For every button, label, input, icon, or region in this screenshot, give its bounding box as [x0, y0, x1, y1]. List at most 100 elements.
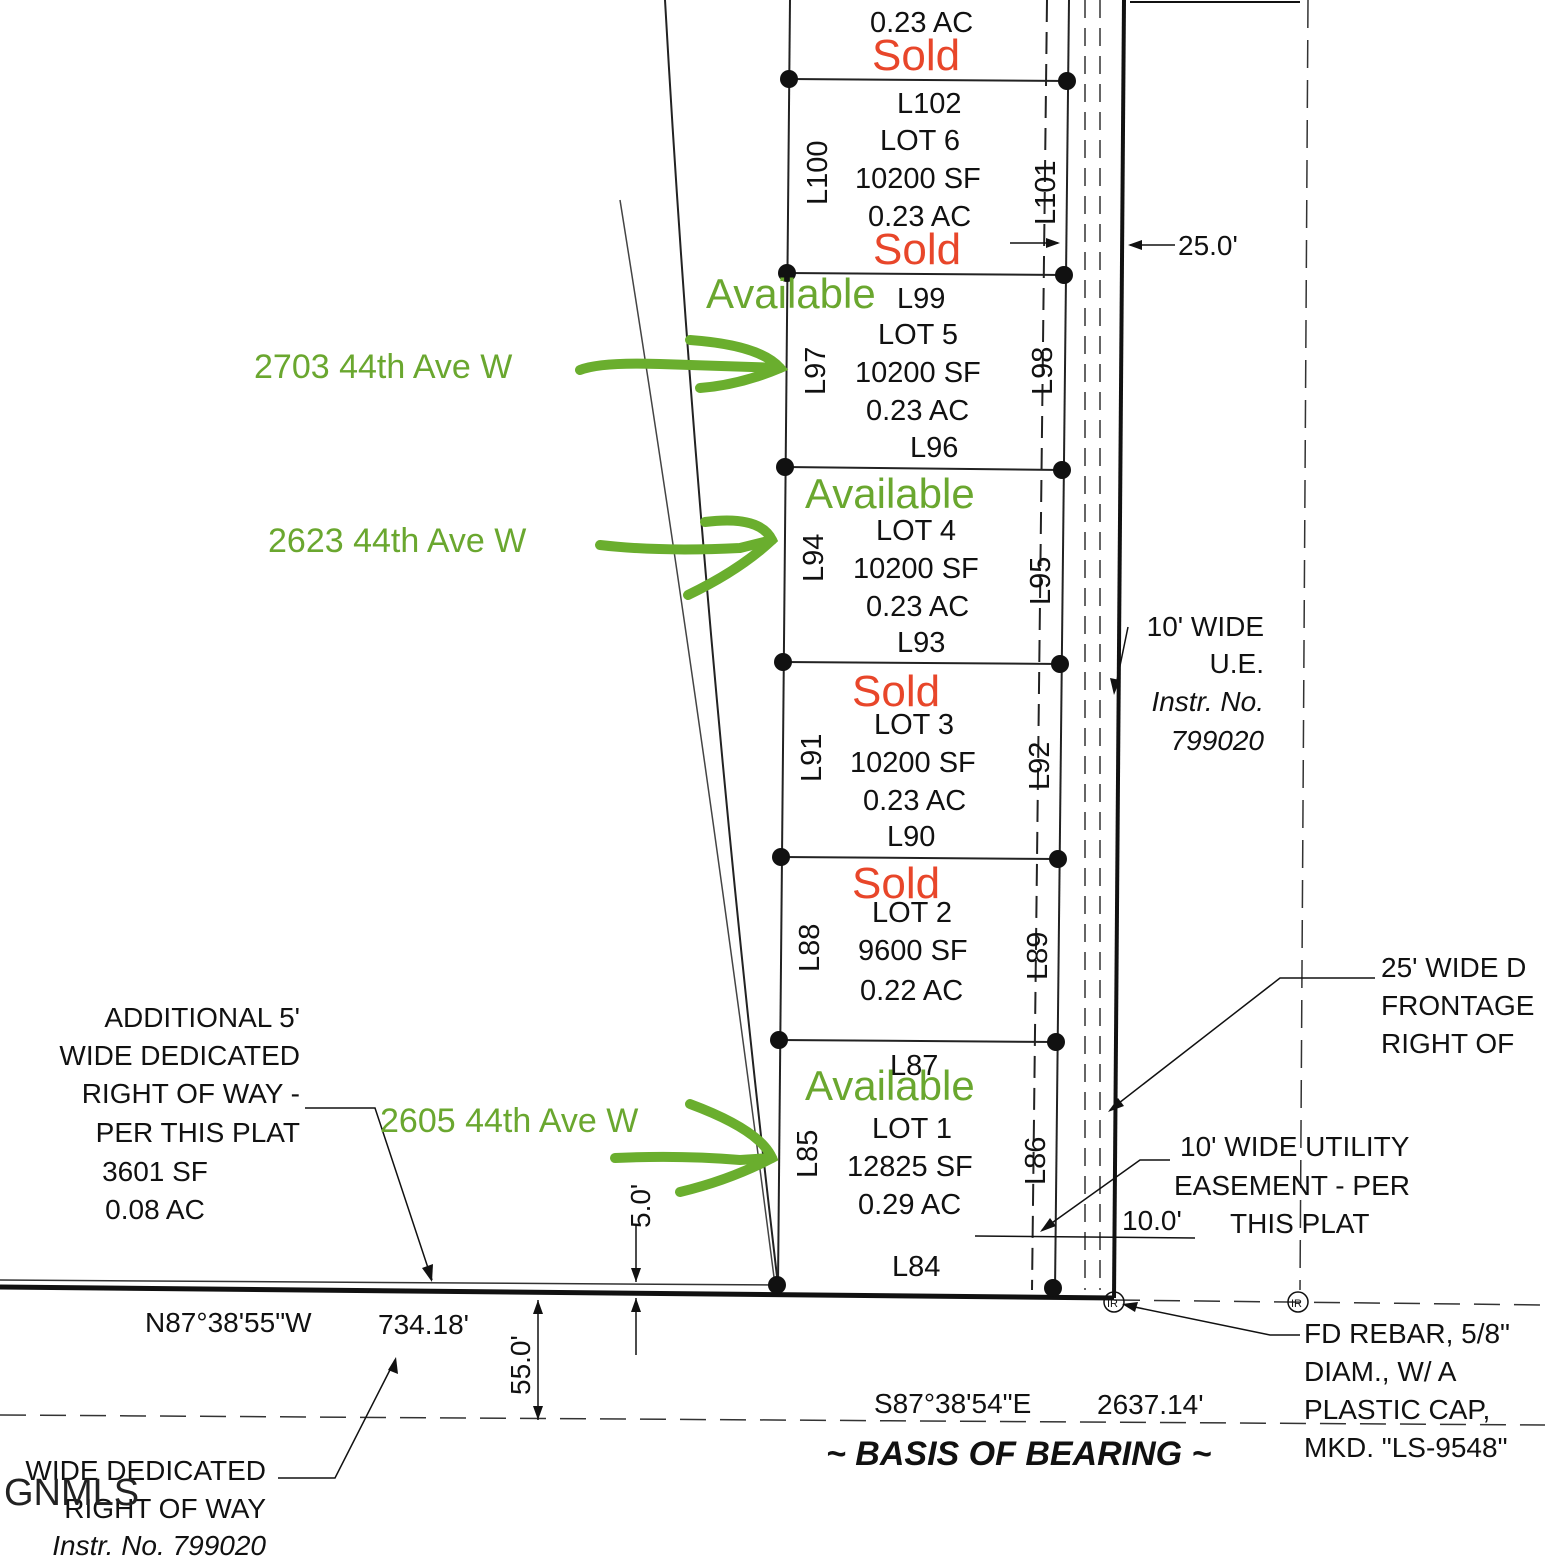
row-dashed-line: [1299, 0, 1309, 1291]
monument: [774, 653, 792, 671]
note-utility-easement: 10' WIDE UTILITY EASEMENT - PER THIS PLA…: [1174, 1131, 1410, 1239]
arrowhead: [388, 1357, 398, 1374]
line-label: L93: [897, 627, 945, 659]
monument: [778, 264, 796, 282]
lot-area-sf: 10200 SF: [853, 553, 979, 585]
note-line: THIS PLAT: [1230, 1208, 1370, 1239]
bearing-south: S87°38'54"E: [874, 1388, 1031, 1419]
easement-line-dashed: [1031, 0, 1048, 1291]
green-arrow-icon: [595, 535, 777, 555]
note-line: PER THIS PLAT: [96, 1117, 300, 1148]
monuments: [768, 70, 1076, 1297]
lot-status-sold: Sold: [873, 225, 961, 274]
monument: [780, 70, 798, 88]
lot-status-sold: Sold: [852, 667, 940, 716]
note-line: RIGHT OF WAY: [64, 1493, 266, 1524]
line-label: L91: [796, 734, 828, 782]
note-line: 3601 SF: [102, 1156, 208, 1187]
iron-rod-symbol: [1103, 1291, 1125, 1313]
note-dedicated-row: WIDE DEDICATED RIGHT OF WAY Instr. No. 7…: [25, 1455, 266, 1560]
note-additional-row: ADDITIONAL 5' WIDE DEDICATED RIGHT OF WA…: [59, 1002, 300, 1225]
arrowhead: [1040, 1218, 1056, 1232]
basis-of-bearing: ~ BASIS OF BEARING ~: [826, 1435, 1212, 1473]
monument: [1053, 461, 1071, 479]
line-label: L95: [1025, 557, 1057, 605]
leader-additional-row: [305, 1107, 433, 1281]
note-line: 10' WIDE: [1147, 611, 1264, 642]
green-arrowhead-icon: [685, 335, 789, 393]
line-label: L96: [910, 432, 958, 464]
lot-4: L96 Available LOT 4 10200 SF 0.23 AC L94…: [798, 432, 1057, 623]
additional-row-line: [0, 1279, 779, 1286]
note-ue: 10' WIDE U.E. Instr. No. 799020: [1147, 611, 1265, 756]
note-line: 10' WIDE UTILITY: [1180, 1131, 1410, 1162]
line-label: L90: [887, 821, 935, 853]
lot-status-sold: Sold: [852, 859, 940, 908]
lot-boundary-east: [1054, 0, 1070, 1291]
note-line: ADDITIONAL 5': [104, 1002, 300, 1033]
bearing-north: N87°38'55"W: [145, 1307, 312, 1338]
lot-6: L102 LOT 6 10200 SF 0.23 AC Sold L100 L1…: [802, 88, 1062, 274]
line-label: L100: [802, 140, 834, 205]
arrowhead: [533, 1300, 543, 1314]
lot-line-l93: [782, 661, 1062, 665]
address-label: 2623 44th Ave W: [268, 522, 526, 560]
line-label: L89: [1022, 932, 1054, 980]
line-label: L84: [892, 1251, 940, 1283]
line-label: L88: [794, 924, 826, 972]
note-line: WIDE DEDICATED: [25, 1455, 266, 1486]
green-arrowhead-icon: [683, 515, 779, 600]
lot-3: L93 Sold LOT 3 10200 SF 0.23 AC L91 L92: [796, 627, 1056, 817]
note-line: FD REBAR, 5/8": [1304, 1318, 1510, 1349]
arrowhead: [1122, 1302, 1138, 1312]
arrowhead: [631, 1268, 641, 1282]
lot-area-ac: 0.23 AC: [866, 395, 969, 427]
lot-number: LOT 4: [876, 515, 956, 547]
lot-area-sf: 10200 SF: [855, 163, 981, 195]
lot-boundary-west: [777, 0, 791, 1286]
bearing-south-distance: 2637.14': [1097, 1389, 1204, 1420]
line-label: L86: [1020, 1137, 1052, 1185]
note-line: U.E.: [1210, 648, 1264, 679]
ir-label: IR: [1107, 1298, 1118, 1310]
lot-line-l87: [778, 1039, 1058, 1043]
top-lot-status: Sold: [872, 31, 960, 80]
south-boundary-line: [0, 1284, 1115, 1301]
ir-label: IR: [1291, 1298, 1302, 1310]
lot-area-ac: 0.23 AC: [863, 785, 966, 817]
dim-5: 5.0': [625, 1184, 656, 1228]
iron-rod-symbol: [1287, 1291, 1309, 1313]
lot-2: L90 Sold LOT 2 9600 SF 0.22 AC L88 L89: [794, 821, 1054, 1007]
lot-status-available: Available: [805, 470, 975, 517]
lot-number: LOT 1: [872, 1113, 952, 1145]
top-lot-area-ac: 0.23 AC: [870, 7, 973, 39]
lot-area-sf: 10200 SF: [855, 357, 981, 389]
arrowhead: [1108, 1098, 1124, 1112]
south-dashed-east: [1113, 1299, 1545, 1306]
note-line: 25' WIDE D: [1381, 952, 1526, 983]
note-line: DIAM., W/ A: [1304, 1356, 1457, 1387]
address-annotation-lot-1: 2605 44th Ave W: [380, 1099, 779, 1197]
lot-area-ac: 0.23 AC: [868, 201, 971, 233]
monument: [1044, 1279, 1062, 1297]
monument: [770, 1031, 788, 1049]
arrowhead: [533, 1406, 543, 1420]
note-line: EASEMENT - PER: [1174, 1170, 1410, 1201]
address-label: 2703 44th Ave W: [254, 348, 512, 386]
lot-area-ac: 0.22 AC: [860, 975, 963, 1007]
monument: [768, 1276, 786, 1294]
watermark-logo: GNMLS: [4, 1472, 139, 1514]
leader-utility: [1041, 1159, 1170, 1231]
dim-55: 55.0': [505, 1335, 536, 1395]
note-line: PLASTIC CAP,: [1304, 1394, 1490, 1425]
note-line: 0.08 AC: [105, 1194, 205, 1225]
address-annotation-lot-5: 2703 44th Ave W: [254, 335, 789, 393]
lot-area-sf: 9600 SF: [858, 935, 968, 967]
lot-line-l90: [780, 856, 1059, 860]
note-line: Instr. No.: [1151, 686, 1264, 717]
dim-leader-10: [974, 1235, 1196, 1239]
curve-line-outer: [664, 0, 779, 1286]
lot-line-l96: [784, 466, 1063, 471]
dim-25: 25.0': [1178, 230, 1238, 261]
